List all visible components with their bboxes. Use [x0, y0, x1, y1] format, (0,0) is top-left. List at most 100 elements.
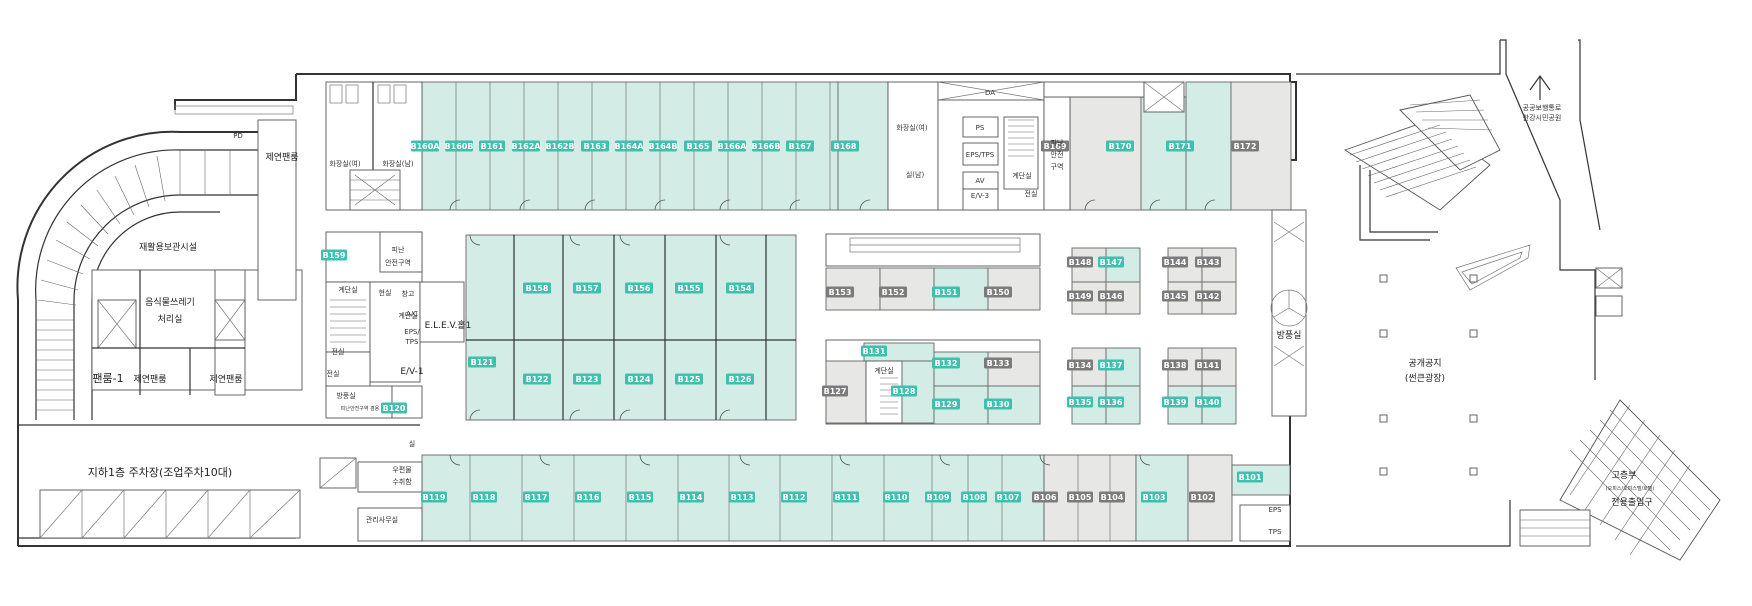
unit-b166b[interactable]: B166B: [752, 140, 781, 152]
refuge-2c-label: 구역: [1051, 162, 1064, 171]
unit-b129[interactable]: B129: [932, 398, 960, 410]
unit-b155[interactable]: B155: [675, 282, 703, 294]
unit-b134[interactable]: B134: [1067, 359, 1093, 371]
unit-b136[interactable]: B136: [1098, 396, 1124, 408]
unit-label: B130: [987, 400, 1010, 409]
unit-b154[interactable]: B154: [726, 282, 754, 294]
unit-b138[interactable]: B138: [1162, 359, 1188, 371]
unit-b141[interactable]: B141: [1195, 359, 1221, 371]
unit-b132[interactable]: B132: [932, 357, 960, 369]
mail-room-label: 우편물: [392, 465, 412, 474]
unit-b104[interactable]: B104: [1099, 491, 1125, 503]
unit-b125[interactable]: B125: [675, 373, 703, 385]
unit-b109[interactable]: B109: [925, 491, 951, 503]
unit-b111[interactable]: B111: [833, 491, 859, 503]
unit-b144[interactable]: B144: [1162, 256, 1188, 268]
unit-b151[interactable]: B151: [932, 286, 960, 298]
unit-b112[interactable]: B112: [781, 491, 807, 503]
unit-badge: [1067, 491, 1093, 503]
unit-b116[interactable]: B116: [575, 491, 601, 503]
unit-b128[interactable]: B128: [891, 385, 917, 397]
da-label: DA: [985, 89, 995, 97]
unit-b156[interactable]: B156: [625, 282, 653, 294]
unit-b153[interactable]: B153: [826, 286, 854, 298]
unit-b164b[interactable]: B164B: [649, 140, 678, 152]
unit-b119[interactable]: B119: [421, 491, 447, 503]
unit-b165[interactable]: B165: [684, 140, 712, 152]
unit-b110[interactable]: B110: [883, 491, 909, 503]
unit-b113[interactable]: B113: [729, 491, 755, 503]
unit-b160a[interactable]: B160A: [411, 140, 441, 152]
unit-b166a[interactable]: B166A: [718, 140, 748, 152]
unit-b162a[interactable]: B162A: [512, 140, 542, 152]
unit-b105[interactable]: B105: [1067, 491, 1093, 503]
unit-label: B172: [1234, 142, 1257, 151]
unit-b150[interactable]: B150: [984, 286, 1012, 298]
unit-b160b[interactable]: B160B: [445, 140, 474, 152]
unit-badge: [1098, 359, 1124, 371]
unit-label: B168: [834, 142, 857, 151]
unit-b142[interactable]: B142: [1195, 290, 1221, 302]
unit-b103[interactable]: B103: [1141, 491, 1167, 503]
unit-b146[interactable]: B146: [1098, 290, 1124, 302]
unit-b147[interactable]: B147: [1098, 256, 1124, 268]
unit-b152[interactable]: B152: [879, 286, 907, 298]
unit-b106[interactable]: B106: [1032, 491, 1058, 503]
unit-label: B108: [963, 493, 986, 502]
unit-badge: [1099, 491, 1125, 503]
unit-b145[interactable]: B145: [1162, 290, 1188, 302]
unit-b102[interactable]: B102: [1189, 491, 1215, 503]
unit-b118[interactable]: B118: [471, 491, 497, 503]
unit-b137[interactable]: B137: [1098, 359, 1124, 371]
unit-b126[interactable]: B126: [726, 373, 754, 385]
unit-labels: B160A B160B B161 B162A B162B B163 B164A B164B B1…: [321, 140, 1263, 503]
unit-badge: [932, 286, 960, 298]
unit-b157[interactable]: B157: [573, 282, 601, 294]
unit-b161[interactable]: B161: [479, 140, 505, 152]
unit-b162b[interactable]: B162B: [546, 140, 575, 152]
unit-b101[interactable]: B101: [1237, 471, 1263, 483]
unit-b158[interactable]: B158: [523, 282, 551, 294]
unit-b107[interactable]: B107: [995, 491, 1021, 503]
unit-b168[interactable]: B168: [831, 140, 859, 152]
unit-b108[interactable]: B108: [961, 491, 987, 503]
unit-b159[interactable]: B159: [321, 249, 347, 261]
unit-badge: [1067, 256, 1093, 268]
unit-label: B133: [987, 359, 1010, 368]
unit-b135[interactable]: B135: [1067, 396, 1093, 408]
unit-b140[interactable]: B140: [1195, 396, 1221, 408]
unit-b149[interactable]: B149: [1067, 290, 1093, 302]
unit-b170[interactable]: B170: [1106, 140, 1134, 152]
unit-b164a[interactable]: B164A: [615, 140, 645, 152]
unit-b139[interactable]: B139: [1162, 396, 1188, 408]
plaza: [1296, 39, 1721, 561]
unit-label: B143: [1197, 258, 1220, 267]
unit-b163[interactable]: B163: [581, 140, 609, 152]
ne-stair: [1343, 94, 1501, 241]
unit-badge: [1106, 140, 1134, 152]
unit-b123[interactable]: B123: [573, 373, 601, 385]
unit-b124[interactable]: B124: [625, 373, 653, 385]
unit-b169[interactable]: B169: [1041, 140, 1069, 152]
parking-label: 지하1층 주차장(조업주차10대): [88, 465, 232, 479]
unit-label: B103: [1143, 493, 1166, 502]
unit-b167[interactable]: B167: [786, 140, 814, 152]
unit-label: B159: [323, 251, 346, 260]
unit-badge: [1189, 491, 1215, 503]
unit-b120[interactable]: B120: [381, 402, 407, 414]
unit-b131[interactable]: B131: [861, 345, 887, 357]
unit-b117[interactable]: B117: [523, 491, 549, 503]
unit-b148[interactable]: B148: [1067, 256, 1093, 268]
unit-b171[interactable]: B171: [1166, 140, 1194, 152]
unit-b143[interactable]: B143: [1195, 256, 1221, 268]
unit-badge: [883, 491, 909, 503]
unit-b130[interactable]: B130: [984, 398, 1012, 410]
unit-b114[interactable]: B114: [678, 491, 704, 503]
eps-tps-label: EPS/: [404, 328, 420, 336]
unit-b115[interactable]: B115: [627, 491, 653, 503]
unit-b133[interactable]: B133: [984, 357, 1012, 369]
unit-b127[interactable]: B127: [822, 385, 848, 397]
unit-b172[interactable]: B172: [1231, 140, 1259, 152]
unit-b121[interactable]: B121: [468, 356, 496, 368]
unit-b122[interactable]: B122: [523, 373, 551, 385]
